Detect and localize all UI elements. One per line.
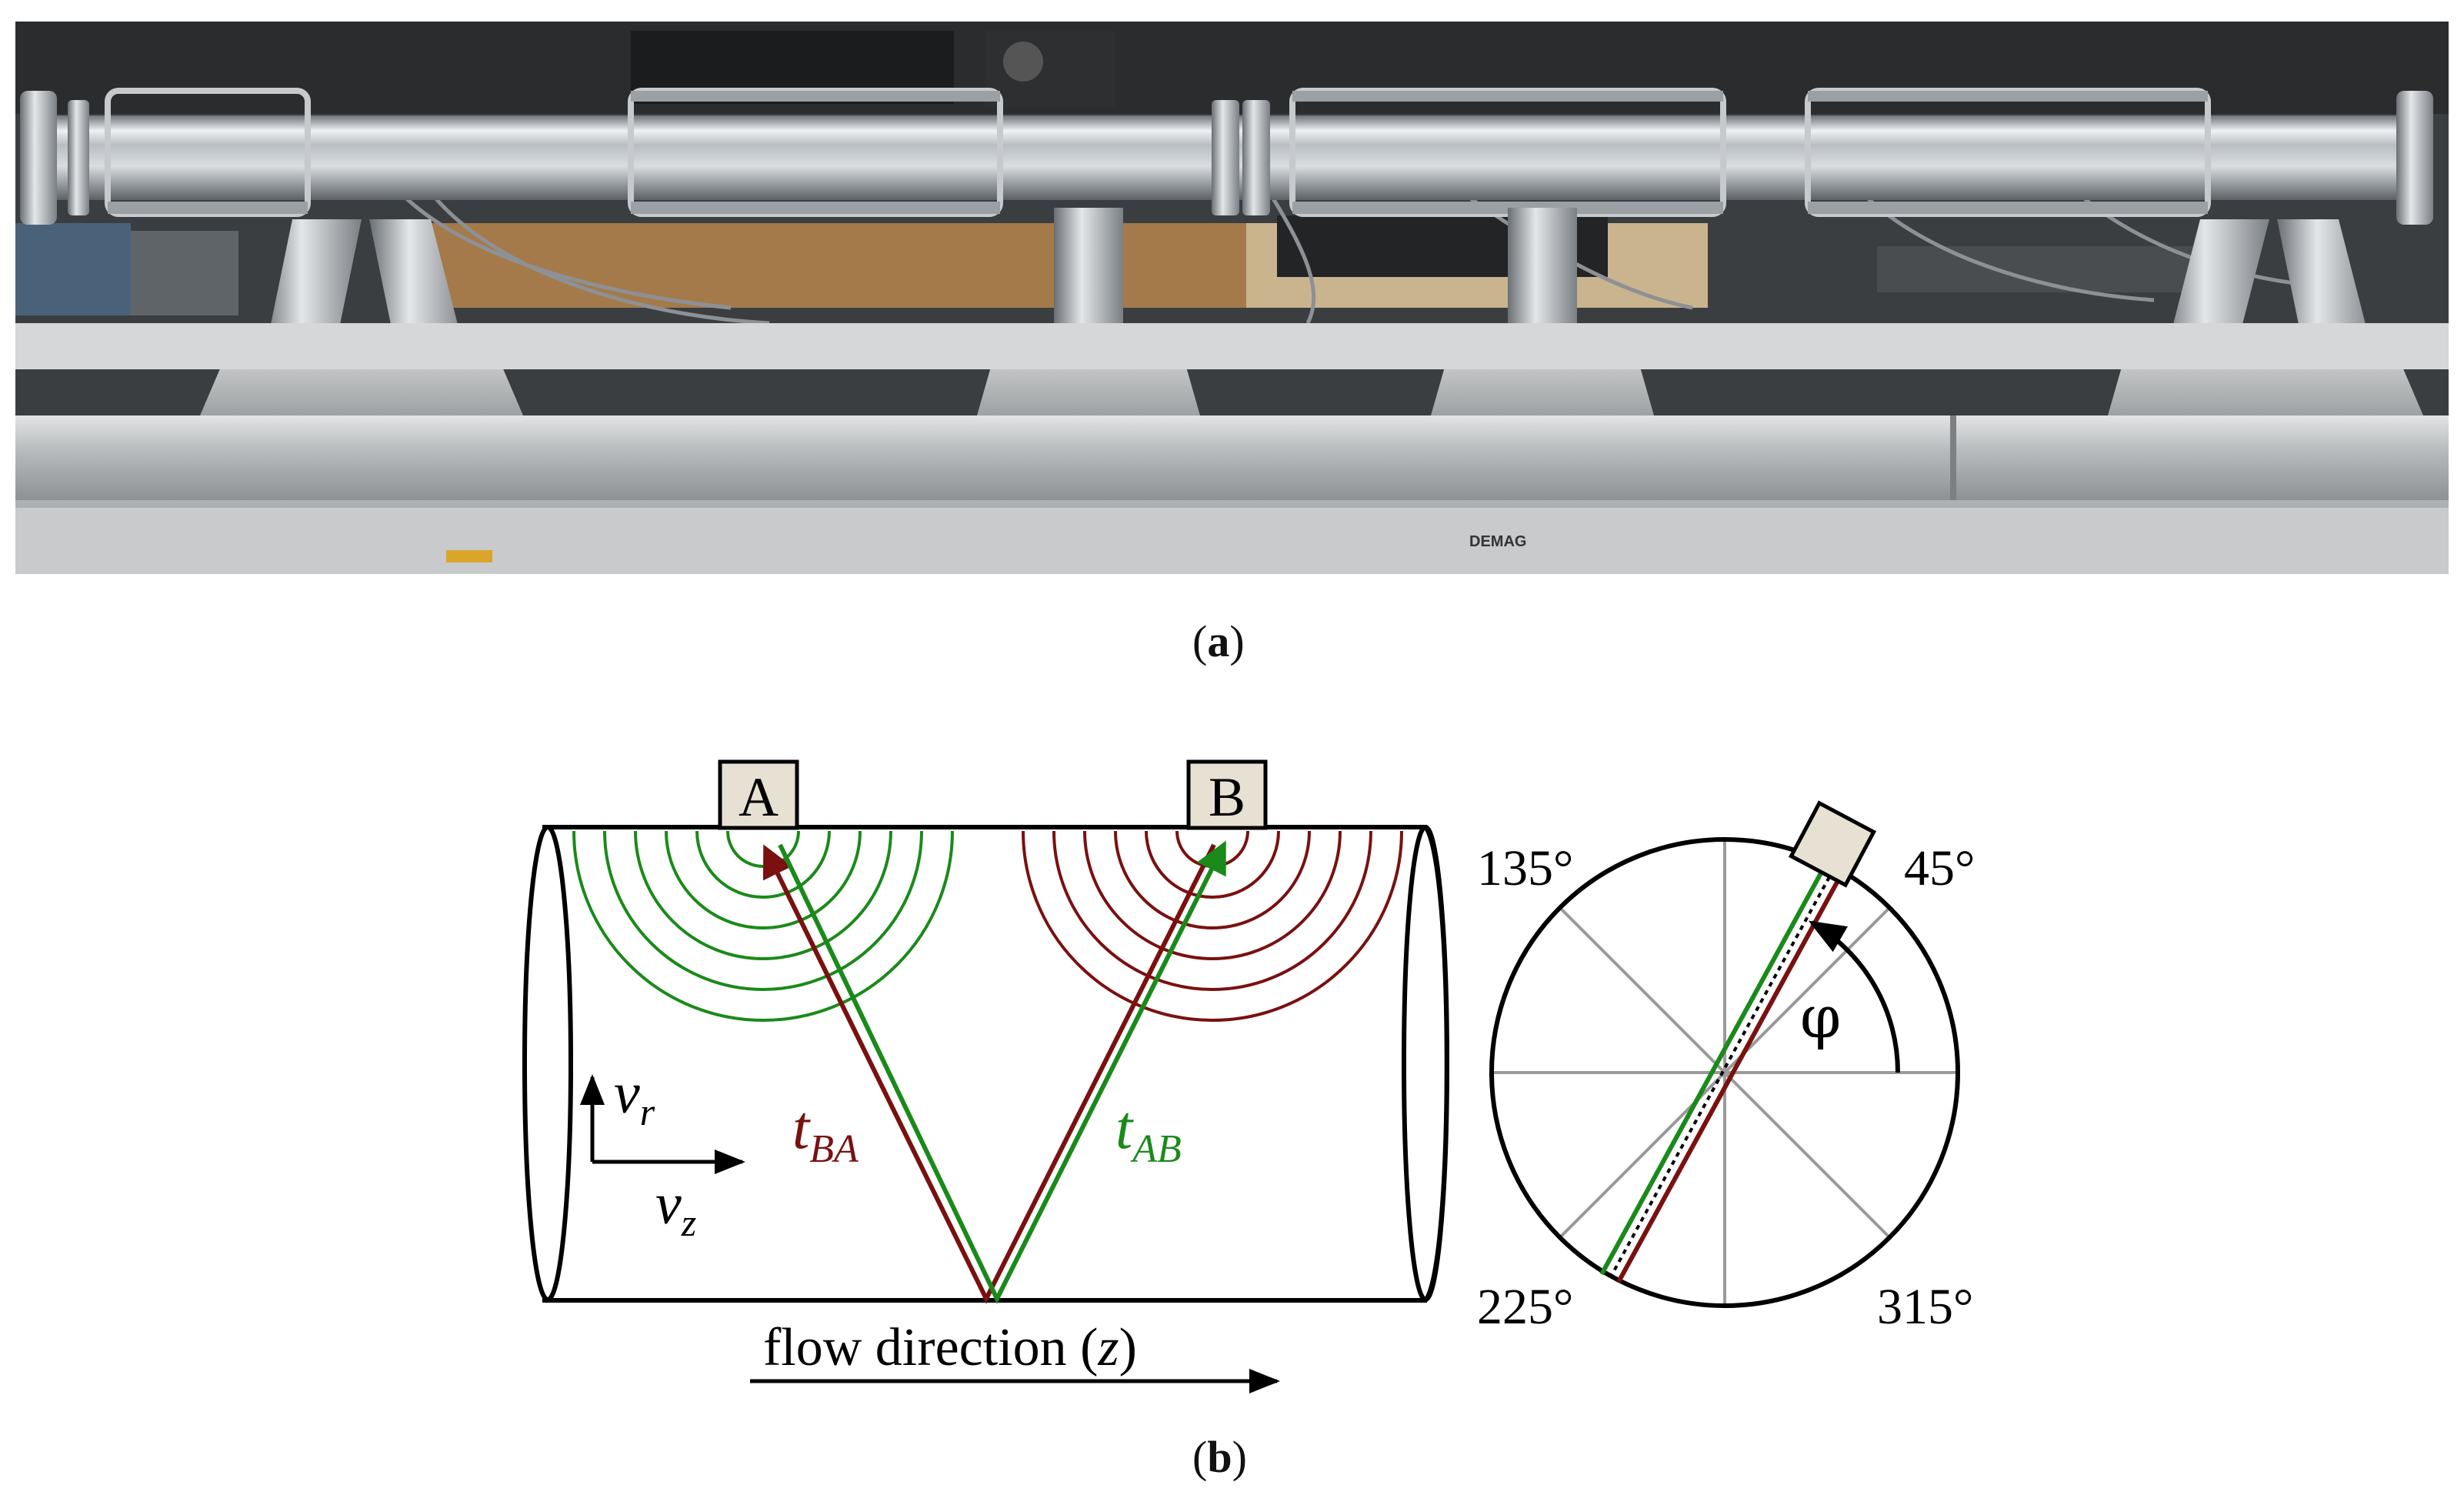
cross-transducer bbox=[1788, 800, 1877, 888]
pipe-cross-section: φ bbox=[1489, 800, 1960, 1308]
caption-b-letter: b bbox=[1207, 1432, 1232, 1482]
label-v-z: vz bbox=[655, 1172, 696, 1244]
label-315: 315° bbox=[1877, 1279, 1973, 1335]
cross-path-red bbox=[1616, 869, 1845, 1283]
transducer-a-label: A bbox=[739, 766, 779, 828]
phi-arc bbox=[1808, 920, 1901, 1073]
velocity-axes bbox=[580, 1074, 745, 1174]
ultrasonic-paths bbox=[762, 840, 1226, 1304]
wavefronts-a bbox=[572, 830, 954, 1022]
rail-beam bbox=[15, 415, 2449, 500]
transducer-b-label: B bbox=[1209, 766, 1245, 828]
caption-a-close: ) bbox=[1229, 616, 1245, 666]
label-225: 225° bbox=[1477, 1279, 1573, 1335]
fan-icon bbox=[1003, 42, 1043, 82]
caption-b-close: ) bbox=[1232, 1432, 1247, 1482]
label-45: 45° bbox=[1904, 840, 1975, 896]
label-phi: φ bbox=[1800, 983, 1841, 1051]
wavefronts-b bbox=[1022, 830, 1403, 1022]
flow-direction-label: flow direction (z) bbox=[763, 1318, 1137, 1377]
transducer-b: B bbox=[1186, 759, 1268, 830]
rail-top bbox=[15, 323, 2449, 369]
transducer-rails bbox=[108, 91, 2208, 214]
caption-a-letter: a bbox=[1207, 616, 1230, 666]
caption-a: (a) bbox=[1192, 616, 1245, 667]
pipe-test-rig-photo: DEMAG bbox=[15, 22, 2449, 574]
path-ab bbox=[778, 840, 1226, 1304]
cabinet bbox=[15, 500, 2449, 574]
angle-grid-lines bbox=[1492, 839, 1958, 1306]
caption-b: (b) bbox=[1192, 1431, 1247, 1483]
label-v-r: vr bbox=[614, 1061, 655, 1133]
path-ba bbox=[762, 843, 1216, 1304]
warning-label bbox=[446, 550, 492, 562]
label-135: 135° bbox=[1477, 840, 1573, 896]
pipe-flanges bbox=[20, 91, 2433, 225]
cross-path-center bbox=[1609, 866, 1836, 1279]
cross-path-green bbox=[1599, 862, 1829, 1276]
demag-label: DEMAG bbox=[1469, 533, 1526, 550]
transducer-a: A bbox=[718, 759, 799, 830]
label-t-ab: tAB bbox=[1115, 1094, 1182, 1171]
caption-a-open: ( bbox=[1192, 616, 1208, 666]
caption-b-open: ( bbox=[1192, 1432, 1208, 1482]
label-t-ba: tBA bbox=[792, 1094, 859, 1171]
pipe-schematic bbox=[522, 825, 1449, 1303]
cross-section-circle bbox=[1489, 837, 1960, 1308]
